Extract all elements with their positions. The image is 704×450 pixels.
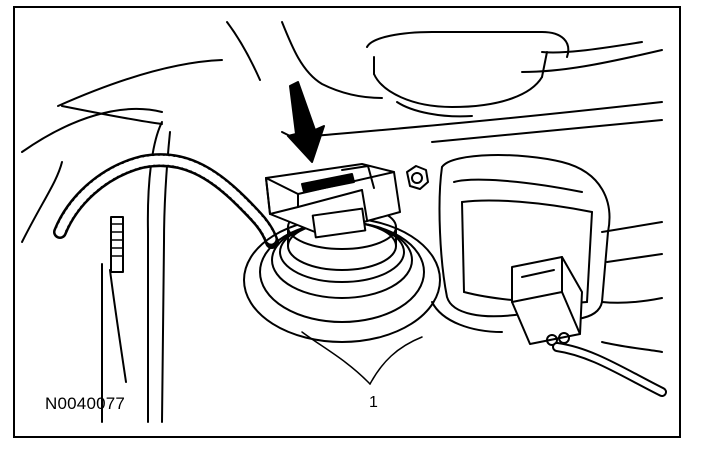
stud-bolt [110,216,124,273]
engine-background-lines [21,21,383,423]
illustration-frame: N0040077 1 [13,6,681,438]
sensor-electrical-connector [265,163,401,239]
filler-cap [301,31,663,143]
coiled-hose [53,153,279,249]
callout-1-label: 1 [369,394,378,411]
engine-sensor-illustration [21,21,667,423]
figure-id-label: N0040077 [45,394,126,413]
coil-connector [511,256,667,397]
callout-1-leader [301,331,423,385]
right-engine-structure [431,221,663,353]
hex-bolt [406,165,429,190]
down-arrow-icon [287,81,325,163]
